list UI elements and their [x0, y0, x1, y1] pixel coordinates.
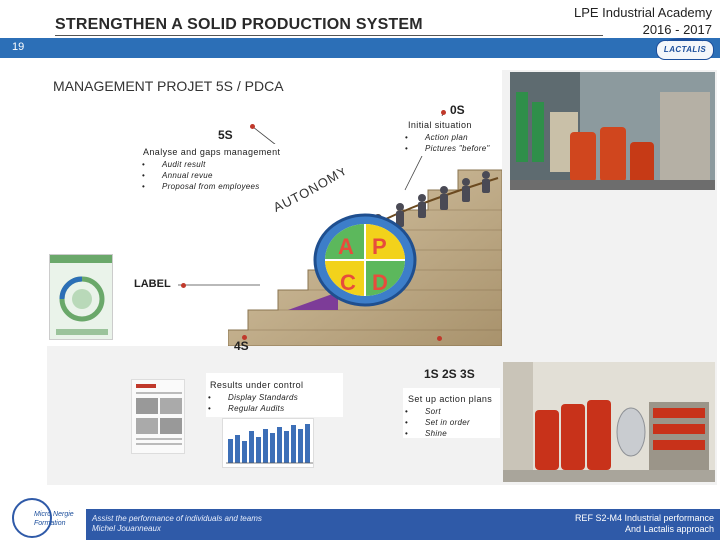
stage-0s-box: Initial situation Action plan Pictures "…	[403, 116, 500, 156]
label-poster-graphic	[50, 255, 112, 335]
stage-123s-box: Set up action plans Sort Set in order Sh…	[403, 388, 500, 439]
stage-4s-list: Display Standards Regular Audits	[206, 392, 343, 414]
logo-line1: Micro Nergie	[34, 511, 74, 518]
stage-123s-list: Sort Set in order Shine	[403, 406, 500, 439]
academy-name: LPE Industrial Academy	[573, 5, 712, 20]
stage-4s-heading: Results under control	[210, 380, 304, 390]
audit-sheet-image	[131, 379, 185, 454]
label-poster-image	[49, 254, 113, 340]
stage-5s-list: Audit result Annual revue Proposal from …	[140, 159, 295, 192]
stage-0s-marker	[441, 110, 446, 115]
photo-after-situation	[503, 362, 715, 482]
footer-author: Michel Jouanneaux	[92, 524, 161, 533]
audit-results-graphic	[226, 424, 313, 464]
footer-ref-line1: REF S2-M4 Industrial performance	[574, 513, 714, 523]
footer-credits: Assist the performance of individuals an…	[92, 514, 262, 534]
micro-nergie-logo-text: Micro Nergie Formation	[34, 510, 74, 528]
footer-band	[86, 509, 720, 540]
stage-4s-marker	[242, 335, 247, 340]
list-item: Shine	[403, 428, 500, 439]
micro-nergie-logo-icon	[12, 498, 52, 538]
footer-reference: REF S2-M4 Industrial performance And Lac…	[540, 513, 714, 535]
academy-label: LPE Industrial Academy 2016 - 2017	[536, 4, 712, 38]
photo-initial-graphic	[510, 72, 715, 190]
header-band	[0, 38, 720, 58]
lactalis-logo: LACTALIS	[656, 38, 714, 60]
autonomy-arc: AUTONOMY	[271, 162, 350, 215]
list-item: Regular Audits	[206, 403, 343, 414]
header-divider	[55, 35, 603, 36]
logo-text: LACTALIS	[663, 45, 707, 54]
stage-0s-list: Action plan Pictures "before"	[403, 132, 500, 154]
page-number: 19	[12, 41, 25, 53]
list-item: Pictures "before"	[403, 143, 500, 154]
footer-tagline: Assist the performance of individuals an…	[92, 514, 262, 523]
stage-123s-label: 1S 2S 3S	[424, 367, 475, 381]
photo-initial-situation	[510, 72, 715, 190]
list-item: Audit result	[140, 159, 295, 170]
autonomy-text: AUTONOMY	[271, 162, 349, 215]
pdca-letter-c: C	[340, 270, 356, 295]
list-item: Display Standards	[206, 392, 343, 403]
label-stage-marker	[181, 283, 186, 288]
stage-123s-heading: Set up action plans	[408, 394, 493, 404]
audit-sheet-graphic	[136, 384, 182, 445]
pdca-letter-d: D	[372, 270, 388, 295]
list-item: Action plan	[403, 132, 500, 143]
footer-ref-line2: And Lactalis approach	[624, 524, 714, 534]
pdca-letter-p: P	[372, 234, 387, 259]
stage-5s-marker	[250, 124, 255, 129]
academy-year: 2016 - 2017	[642, 22, 712, 37]
stage-0s-label: 0S	[450, 103, 465, 117]
svg-text:AUTONOMY: AUTONOMY	[272, 168, 350, 215]
pdca-letter-a: A	[338, 234, 354, 259]
stage-4s-label: 4S	[234, 339, 249, 353]
stage-5s-heading: Analyse and gaps management	[143, 147, 281, 157]
label-stage-text: LABEL	[134, 278, 171, 290]
stage-4s-box: Results under control Display Standards …	[206, 373, 343, 417]
page-title: STRENGTHEN A SOLID PRODUCTION SYSTEM	[55, 16, 423, 33]
list-item: Sort	[403, 406, 500, 417]
logo-line2: Formation	[34, 520, 66, 527]
stage-5s-label: 5S	[218, 128, 233, 142]
audit-results-chart-image	[222, 418, 314, 468]
list-item: Set in order	[403, 417, 500, 428]
list-item: Proposal from employees	[140, 181, 295, 192]
pdca-wheel: A P C D	[313, 213, 417, 307]
photo-after-graphic	[503, 362, 715, 482]
logo-arc-icon	[667, 38, 703, 45]
autonomy-label: AUTONOMY	[271, 162, 352, 218]
stage-5s-box: Analyse and gaps management Audit result…	[140, 144, 295, 192]
diagram-title: MANAGEMENT PROJET 5S / PDCA	[53, 78, 284, 94]
stage-0s-heading: Initial situation	[408, 120, 472, 130]
stage-123s-marker	[437, 336, 442, 341]
list-item: Annual revue	[140, 170, 295, 181]
label-stage-box: LABEL	[128, 274, 178, 294]
